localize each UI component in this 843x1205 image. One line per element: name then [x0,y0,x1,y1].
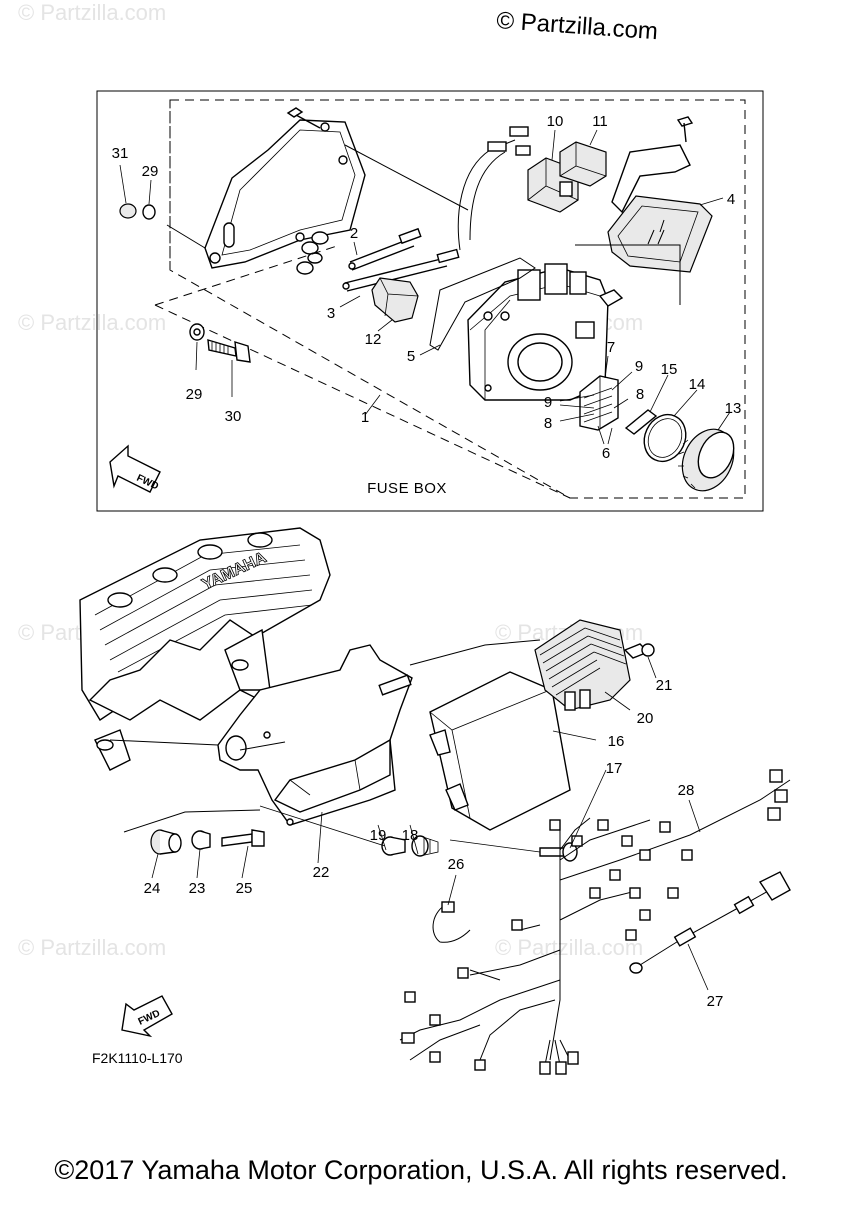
wire-harness-loop [457,139,516,251]
callout-number: 11 [592,113,608,130]
callout-number: 13 [725,400,742,417]
fuse-15 [624,409,658,435]
callout-number: 30 [225,408,242,425]
callout-number: 26 [448,856,465,873]
wire-27 [629,871,791,974]
screw [676,116,694,143]
gasket-5 [429,257,536,351]
screw [286,107,321,129]
fwd-arrow-icon: FWD [109,444,161,493]
bracket-22 [217,644,413,826]
callout-number: 10 [547,113,564,130]
callout-number: 14 [689,376,706,393]
fuse-box-title: FUSE BOX [367,480,447,497]
faint-watermark: © Partzilla.com [18,935,166,960]
callout-number: 1 [361,409,369,426]
callout-number: 22 [313,864,330,881]
fwd-arrow-icon: FWD [121,995,173,1038]
bushings [296,231,329,275]
callout-number: 29 [186,386,203,403]
collar-23 [191,830,211,850]
leader-lines-lower [151,656,709,991]
callout-number: 17 [606,760,623,777]
connector [509,126,529,137]
rectifier-regulator-20 [534,619,631,711]
diagram-code: F2K1110-L170 [92,1050,183,1066]
washer-29 [142,204,156,220]
damper-24 [150,829,182,855]
callout-number: 8 [636,386,644,403]
connector [487,141,507,152]
callout-number: 20 [637,710,654,727]
wire-harness-28 [399,769,791,1075]
callout-number: 2 [350,225,358,242]
callout-number: 21 [656,677,673,694]
bracket [611,144,691,214]
engine-block: YAMAHA [79,527,331,771]
faint-watermark: © Partzilla.com [18,310,166,335]
grommet-18 [411,835,439,857]
faint-watermark: © Partzilla.com [495,935,643,960]
grommet-19 [381,836,406,856]
cover-4 [607,195,713,273]
callout-number: 25 [236,880,253,897]
callout-number: 28 [678,782,695,799]
callout-number: 6 [602,445,610,462]
callout-number: 9 [544,394,552,411]
fuse-box-body [467,263,624,401]
callout-number: 24 [144,880,161,897]
callout-number: 8 [544,415,552,432]
wire-26 [432,901,471,943]
copyright-notice: ©2017 Yamaha Motor Corporation, U.S.A. A… [54,1155,787,1185]
cdi-unit-16 [429,671,571,831]
callout-number: 15 [661,361,678,378]
bolt-17 [539,842,578,862]
callout-number: 7 [607,339,615,356]
fuse-box-cover [204,119,366,269]
callout-number: 3 [327,305,335,322]
callout-number: 16 [608,733,625,750]
wire-harness-loop [469,151,506,241]
o-ring-14 [643,413,687,463]
bolt-25 [221,829,265,847]
callout-number: 31 [112,145,129,162]
wire-leads [342,227,460,292]
callout-number: 5 [407,348,415,365]
callout-number: 27 [707,993,724,1010]
callout-number: 4 [727,191,735,208]
top-watermark: © Partzilla.com [496,7,659,45]
callout-number: 18 [402,827,419,844]
callout-number: 29 [142,163,159,180]
nut-31 [119,203,137,219]
bolt-30 [207,339,251,363]
leader-lines-fusebox [154,129,731,499]
fuse-box-assembly-outline [169,99,746,499]
callout-number: 9 [635,358,643,375]
fuse-box-frame [96,90,764,512]
fuse-block [579,375,619,431]
callout-number: 12 [365,331,382,348]
callout-number: 19 [370,827,387,844]
relay-12 [371,277,419,323]
connector [515,145,531,156]
callout-number: 23 [189,880,206,897]
cap-13 [678,428,735,492]
relay-11 [559,141,607,187]
faint-watermark: © Partzilla.com [18,0,166,25]
